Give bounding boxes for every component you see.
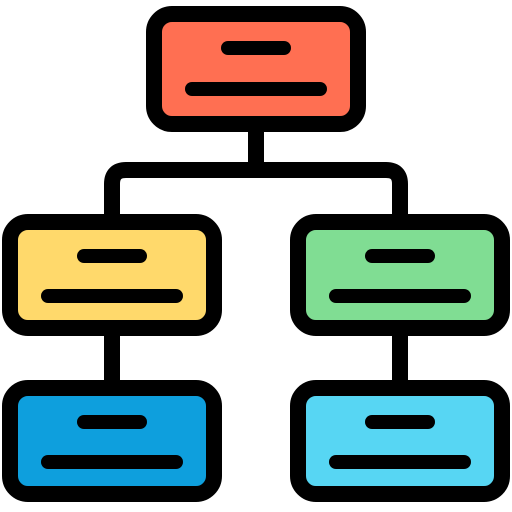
node-mid-right [290, 214, 510, 336]
node-layer [2, 6, 510, 502]
connector-root-to-children [104, 116, 408, 236]
node-mid-left [2, 214, 222, 336]
node-bottom-left-box [2, 380, 222, 502]
connector-layer [104, 116, 408, 398]
node-bottom-left [2, 380, 222, 502]
node-root [146, 6, 366, 132]
node-root-box [146, 6, 366, 132]
node-bottom-right-box [290, 380, 510, 502]
node-bottom-right [290, 380, 510, 502]
node-mid-right-box [290, 214, 510, 336]
node-mid-left-box [2, 214, 222, 336]
